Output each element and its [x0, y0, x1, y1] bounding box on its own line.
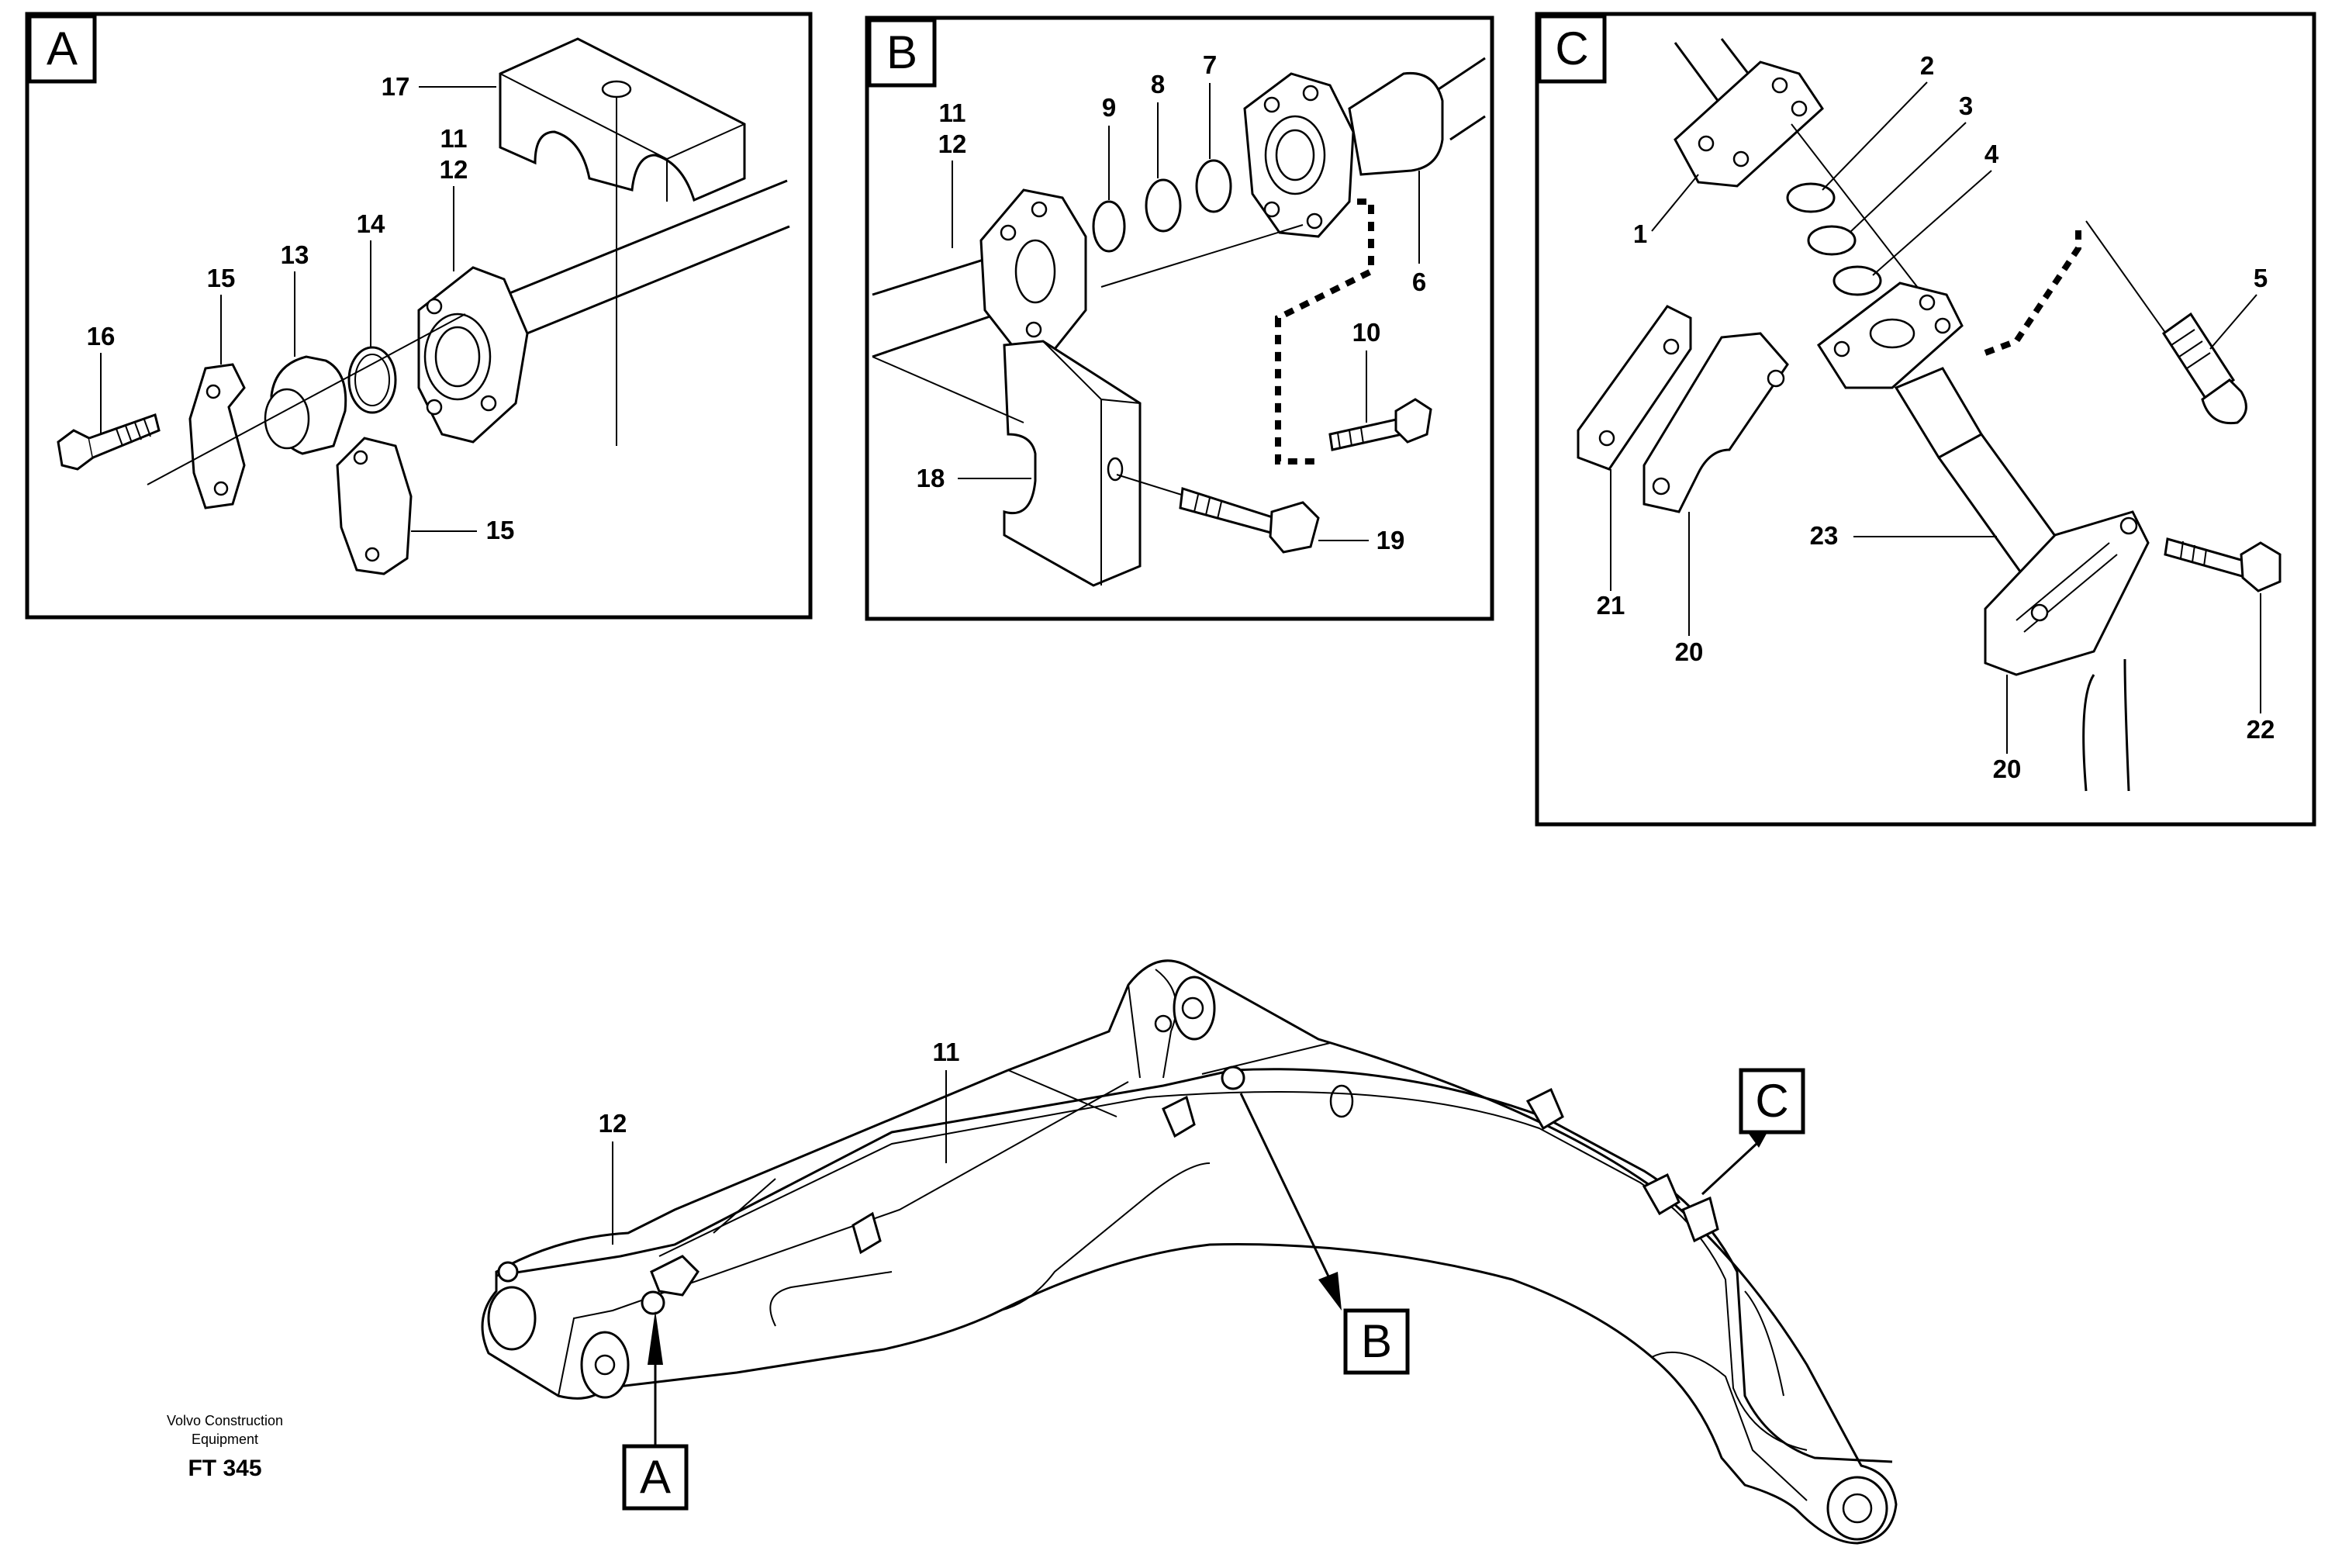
callout-a-15-lower: 15 [486, 516, 515, 544]
marker-b-box [1343, 1308, 1410, 1375]
callout-a-11: 11 [440, 124, 468, 153]
marker-c-letter: C [1755, 1075, 1788, 1127]
panel-a-frame [25, 12, 813, 620]
o-ring-9 [1092, 200, 1126, 253]
o-ring-4 [1832, 265, 1882, 296]
flange-half-15b [336, 437, 413, 575]
callout-c-2: 2 [1920, 51, 1934, 80]
callout-c-1: 1 [1633, 219, 1647, 248]
plate-21 [1577, 305, 1692, 471]
o-ring-3 [1807, 225, 1857, 256]
boom-overview: 11 12 A B C [481, 959, 1898, 1545]
marker-a-letter: A [640, 1451, 671, 1503]
callout-a-17: 17 [382, 72, 410, 101]
panel-b-frame [865, 16, 1494, 621]
panel-a: A [25, 12, 813, 620]
callout-a-13: 13 [281, 240, 309, 269]
panel-b-letter: B [886, 26, 917, 78]
nipple-13 [264, 355, 347, 455]
callout-overview-11: 11 [933, 1038, 960, 1066]
callout-b-9: 9 [1102, 93, 1116, 122]
dashed-leader-c [1984, 225, 2081, 356]
callout-a-15-upper: 15 [207, 264, 236, 292]
bolt-16 [57, 413, 161, 471]
boom-foot-lug-left [487, 1286, 537, 1351]
callout-b-11: 11 [939, 98, 966, 127]
panel-c-letter: C [1555, 22, 1588, 74]
clamp-a-location [650, 1255, 699, 1297]
marker-a-arrow [648, 1311, 663, 1365]
axis-a [147, 313, 466, 485]
callout-b-8: 8 [1151, 70, 1165, 98]
footer: Volvo Construction Equipment FT 345 [167, 1413, 283, 1481]
bolt-5 [2085, 220, 2247, 425]
callout-a-14: 14 [357, 209, 385, 238]
panel-b-label-box [867, 18, 937, 88]
callout-c-22: 22 [2247, 715, 2275, 744]
marker-a-box [622, 1444, 689, 1511]
o-ring-7 [1195, 159, 1232, 213]
brand-line-1: Volvo Construction [167, 1413, 283, 1428]
panel-b: B [865, 16, 1494, 621]
marker-b-letter: B [1361, 1315, 1392, 1367]
clamp-c1-location [1642, 1173, 1681, 1216]
clamp-half-20-lower [1984, 510, 2150, 676]
panel-c-label-box [1537, 14, 1607, 84]
hose-23 [1894, 367, 2130, 792]
callout-b-6: 6 [1412, 268, 1426, 296]
callout-a-16: 16 [87, 322, 116, 351]
callout-c-5: 5 [2254, 264, 2268, 292]
panel-a-letter: A [47, 22, 78, 74]
clamp-half-17 [499, 37, 746, 446]
flange-b-right [1243, 72, 1355, 238]
callout-b-10: 10 [1352, 318, 1381, 347]
clamp-half-18 [1003, 340, 1142, 587]
flange-b-left [979, 188, 1087, 351]
axis-c [1791, 123, 1924, 295]
callout-c-23: 23 [1810, 521, 1839, 550]
pipe-c-top [1674, 38, 1824, 188]
bolt-22 [2164, 537, 2282, 592]
callout-c-4: 4 [1984, 140, 1999, 168]
pipe-b-right [1348, 57, 1486, 176]
clamp-upper-location [1525, 1087, 1564, 1131]
callout-overview-12: 12 [599, 1109, 627, 1138]
callout-b-18: 18 [917, 464, 945, 492]
callout-b-19: 19 [1377, 526, 1405, 554]
pipe-a [496, 179, 790, 343]
clamp-mid-location [851, 1211, 882, 1255]
o-ring-2 [1786, 182, 1836, 213]
marker-c-box [1739, 1068, 1805, 1135]
callout-a-12: 12 [440, 155, 468, 184]
brand-line-2: Equipment [192, 1432, 258, 1447]
clamp-b-location [1162, 1095, 1196, 1138]
boom-body [481, 959, 1898, 1545]
panel-c: C [1535, 12, 2316, 827]
clamp-half-20-upper [1643, 332, 1789, 513]
panel-c-frame [1535, 12, 2316, 827]
hydraulic-line [496, 1068, 1893, 1463]
callout-b-7: 7 [1203, 50, 1217, 79]
marker-b-arrow [1318, 1272, 1342, 1311]
callout-c-21: 21 [1597, 591, 1625, 620]
flange-c-lower [1816, 281, 1964, 389]
callout-b-12: 12 [938, 130, 967, 158]
bolt-10 [1328, 398, 1432, 451]
o-ring-8 [1145, 178, 1182, 233]
figure-code: FT 345 [188, 1456, 261, 1481]
flange-a [417, 266, 529, 444]
callout-c-20-upper: 20 [1675, 637, 1704, 666]
bolt-19 [1116, 474, 1320, 554]
panel-a-label-box [27, 14, 97, 84]
callout-c-3: 3 [1959, 92, 1973, 120]
flange-half-15a [188, 363, 246, 509]
o-ring-14 [347, 346, 397, 414]
callout-c-20-lower: 20 [1993, 755, 2022, 783]
clamp-c2-location [1681, 1196, 1719, 1243]
